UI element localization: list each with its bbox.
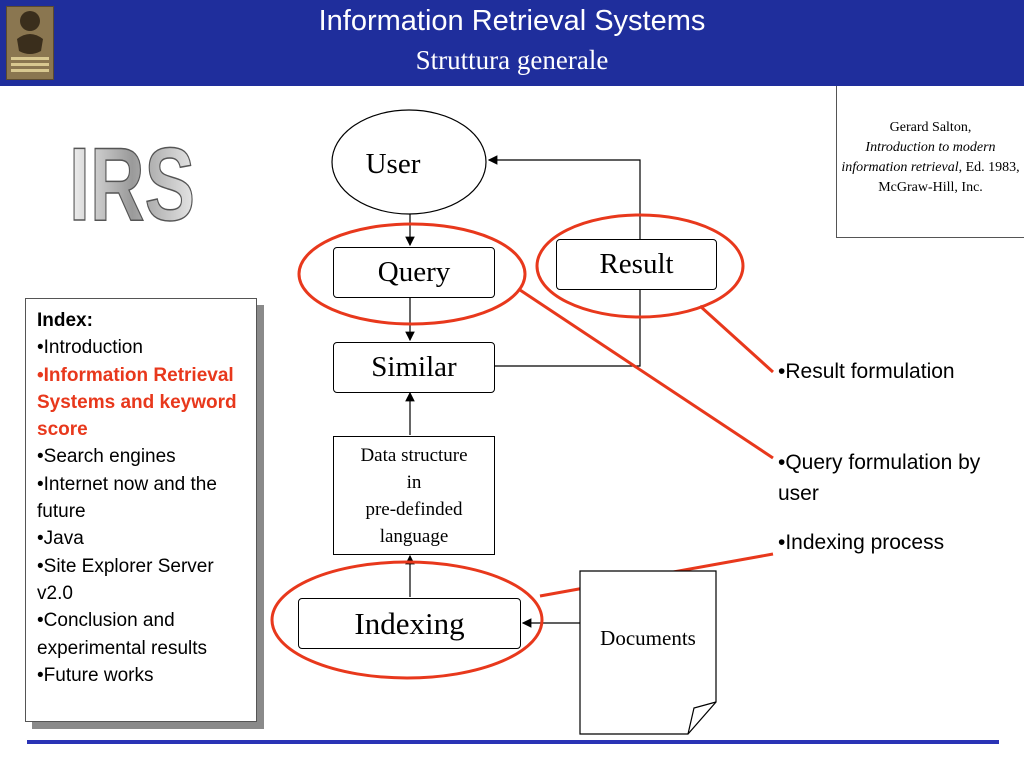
- index-panel: Index: •Introduction •Information Retrie…: [25, 298, 257, 722]
- index-item[interactable]: •Internet now and the future: [37, 473, 217, 523]
- university-logo: [6, 6, 54, 80]
- highlight-result: [535, 213, 745, 319]
- node-similar-label: Similar: [371, 351, 457, 383]
- node-documents-label: Documents: [600, 626, 696, 650]
- node-query: Query: [333, 247, 495, 298]
- reference-publisher: , Ed. 1983, McGraw-Hill, Inc.: [878, 160, 1020, 195]
- annot-line-result: [698, 304, 775, 374]
- node-result: Result: [556, 239, 717, 290]
- node-query-label: Query: [377, 256, 451, 288]
- slide-header: Information Retrieval Systems Struttura …: [0, 0, 1024, 86]
- reference-box: Gerard Salton, Introduction to modern in…: [836, 86, 1024, 238]
- data-structure-line: Data structure: [360, 444, 468, 466]
- footer-line: [27, 740, 999, 744]
- index-item[interactable]: •Search engines: [37, 446, 176, 468]
- node-data-structure: Data structure in pre-definded language: [333, 436, 495, 555]
- node-user-shape: [331, 109, 487, 215]
- index-item[interactable]: •Java: [37, 528, 84, 550]
- node-similar: Similar: [333, 342, 495, 393]
- documents-fold: [687, 701, 717, 735]
- irs-logo: IRS: [68, 126, 196, 232]
- data-structure-line: language: [379, 525, 449, 547]
- node-indexing-label: Indexing: [354, 605, 465, 641]
- highlight-indexing: [270, 560, 544, 680]
- node-result-label: Result: [599, 248, 674, 280]
- node-indexing: Indexing: [298, 598, 521, 649]
- highlight-query: [297, 222, 527, 326]
- index-heading: Index:: [37, 310, 93, 331]
- index-item[interactable]: •Future works: [37, 664, 154, 686]
- node-user-label: User: [366, 148, 421, 180]
- index-item-active[interactable]: •Information Retrieval Systems and keywo…: [37, 364, 237, 441]
- annotation-query-line1: •Query formulation by: [778, 451, 981, 474]
- index-item[interactable]: •Introduction: [37, 337, 143, 359]
- annotation-result-formulation: •Result formulation: [778, 360, 955, 383]
- reference-title: Introduction to modern information retri…: [841, 140, 996, 175]
- index-item[interactable]: •Site Explorer Server v2.0: [37, 555, 214, 604]
- annotation-query-line2: user: [778, 482, 819, 505]
- reference-author: Gerard Salton,: [889, 120, 972, 135]
- slide-title: Information Retrieval Systems: [318, 5, 706, 37]
- index-item[interactable]: •Conclusion and experimental results: [37, 610, 208, 659]
- annotation-query-formulation: •Query formulation by user: [778, 447, 1024, 509]
- node-documents-shape: [579, 570, 717, 735]
- annot-line-query: [519, 288, 774, 460]
- irs-logo-text: IRS: [69, 127, 195, 232]
- data-structure-line: pre-definded: [365, 498, 463, 520]
- annotation-indexing-process: •Indexing process: [778, 531, 945, 554]
- slide-subtitle: Struttura generale: [415, 45, 609, 75]
- data-structure-line: in: [406, 471, 422, 493]
